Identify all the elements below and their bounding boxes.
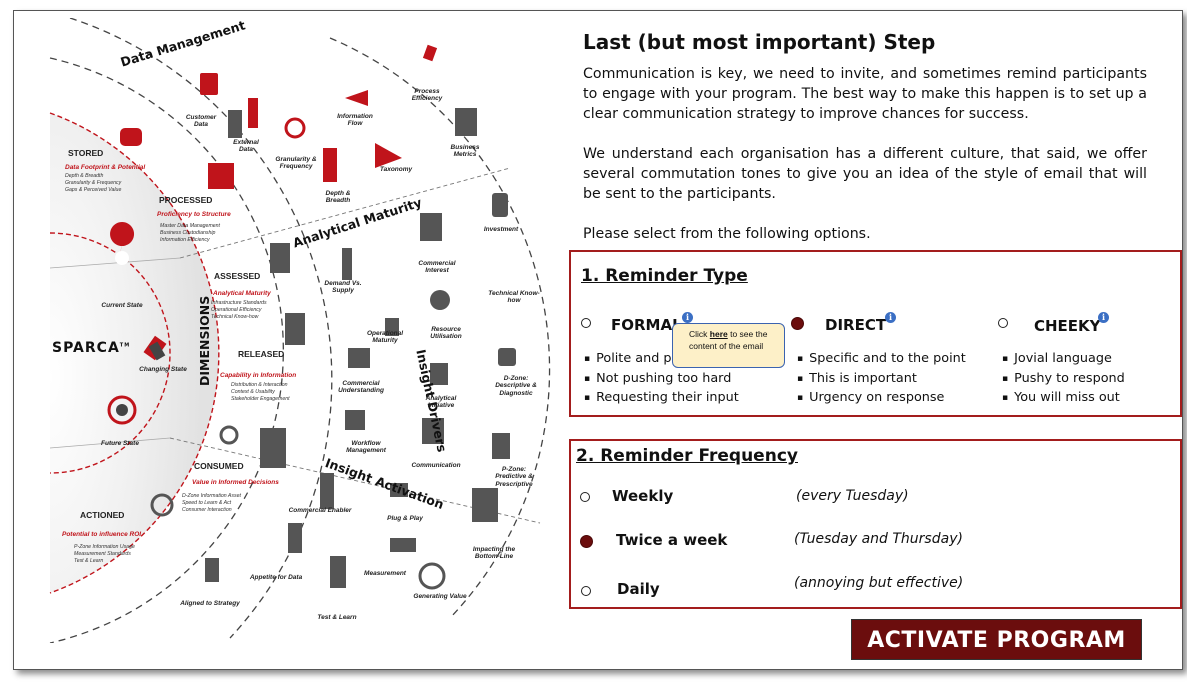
option-label-direct[interactable]: DIRECT (825, 316, 887, 334)
label-commercial-understanding: Commercial Understanding (338, 380, 384, 395)
label-technical-know-how: Technical Know-how (488, 290, 540, 305)
email-preview-tooltip: Click here to see the content of the ema… (672, 323, 785, 368)
label-future-state: Future State (101, 440, 139, 447)
future-state-icon (107, 395, 137, 425)
label-d-zone: D-Zone: Descriptive & Diagnostic (495, 375, 537, 397)
stage-processed-title: PROCESSED (159, 195, 213, 205)
bullets-formal: Polite and pro Not pushing too hard Requ… (584, 350, 739, 409)
label-taxonomy: Taxonomy (379, 166, 413, 173)
label-customer-data: Customer Data (185, 114, 217, 129)
label-information-flow: Information Flow (337, 113, 373, 128)
label-current-state: Current State (101, 302, 143, 309)
stage-stored-sub: Data Footprint & Potential (65, 164, 146, 171)
arc-analytical (49, 57, 284, 643)
label-demand-supply: Demand Vs. Supply (324, 280, 362, 295)
reminder-frequency-panel (569, 439, 1182, 609)
label-appetite-for-data: Appetite for Data (249, 574, 303, 581)
stage-assessed-sub: Analytical Maturity (213, 290, 271, 297)
radio-cheeky[interactable] (998, 318, 1008, 328)
stage-actioned-sub: Potential to influence ROI (62, 531, 142, 538)
radio-formal[interactable] (581, 318, 591, 328)
freq-label-twice-a-week[interactable]: Twice a week (616, 531, 728, 549)
label-generating-value: Generating Value (413, 593, 467, 600)
arc-data-mgmt (329, 37, 551, 619)
reminder-frequency-title: 2. Reminder Frequency (576, 446, 798, 466)
ring-label-dimensions: DIMENSIONS (197, 295, 212, 386)
label-external-data: External Data (233, 139, 259, 154)
page-title: Last (but most important) Step (583, 30, 936, 54)
label-process-efficiency: Process Efficiency (411, 88, 443, 103)
label-measurement: Measurement (364, 570, 406, 577)
stage-processed-sub: Proficiency to Structure (157, 211, 231, 218)
stage-assessed-title: ASSESSED (214, 271, 261, 281)
bullets-direct: Specific and to the point This is import… (797, 350, 966, 409)
radio-weekly[interactable] (580, 492, 590, 502)
sparca-logo: SPARCATM (52, 340, 131, 356)
label-commercial-interest: Commercial Interest (418, 260, 456, 275)
culture-paragraph: We understand each organisation has a di… (583, 146, 1147, 202)
select-instruction: Please select from the following options… (583, 226, 871, 242)
stage-stored-title: STORED (68, 148, 104, 158)
radio-twice-a-week[interactable] (580, 535, 593, 548)
info-icon-direct[interactable]: i (885, 312, 896, 323)
label-operational-maturity: Operational Maturity (366, 330, 404, 345)
stage-consumed-sub: Value in Informed Decisions (192, 479, 279, 486)
stage-actioned-title: ACTIONED (80, 510, 125, 520)
stage-released-sub: Capability in Information (220, 372, 297, 379)
info-icon-formal[interactable]: i (682, 312, 693, 323)
freq-label-daily[interactable]: Daily (617, 580, 660, 598)
label-aligned-to-strategy: Aligned to Strategy (180, 600, 240, 607)
activate-program-button[interactable]: ACTIVATE PROGRAM (851, 619, 1142, 660)
label-workflow-management: Workflow Management (346, 440, 386, 455)
current-state-icon (110, 222, 135, 265)
diagram-rings (49, 18, 551, 643)
label-analytical-initiative: Analytical Initiative (425, 395, 457, 410)
changing-state-icon (143, 335, 167, 361)
label-p-zone: P-Zone: Predictive & Prescriptive (495, 466, 533, 488)
label-changing-state: Changing State (139, 366, 187, 373)
bullets-cheeky: Jovial language Pushy to respond You wil… (1002, 350, 1125, 409)
tooltip-here-link[interactable]: here (709, 329, 728, 339)
label-granularity: Granularity & Frequency (275, 156, 317, 171)
intro-paragraph: Communication is key, we need to invite,… (583, 66, 1147, 122)
label-test-learn: Test & Learn (317, 614, 357, 621)
label-plug-play: Plug & Play (387, 515, 423, 522)
stage-consumed-title: CONSUMED (194, 461, 244, 471)
label-communication: Communication (411, 462, 461, 469)
stage-released-title: RELEASED (238, 349, 285, 359)
freq-note-daily: (annoying but effective) (794, 575, 964, 591)
label-business-metrics: Business Metrics (450, 144, 480, 159)
freq-label-weekly[interactable]: Weekly (612, 487, 674, 505)
option-label-cheeky[interactable]: CHEEKY (1034, 317, 1101, 335)
radio-direct[interactable] (791, 317, 804, 330)
label-impacting-bottom-line: Impacting the Bottom-Line (472, 546, 516, 561)
label-commercial-enabler: Commercial Enabler (288, 507, 352, 514)
option-label-formal[interactable]: FORMAL (611, 316, 682, 334)
sparca-diagram: Data Management Analytical Maturity Insi… (30, 17, 560, 643)
label-depth-breadth: Depth & Breadth (325, 190, 351, 205)
reminder-type-title: 1. Reminder Type (581, 266, 748, 286)
freq-note-twice-a-week: (Tuesday and Thursday) (794, 531, 963, 547)
label-resource-utilisation: Resource Utilisation (430, 326, 462, 341)
outer-disc (50, 113, 219, 593)
info-icon-cheeky[interactable]: i (1098, 312, 1109, 323)
label-investment: Investment (483, 226, 519, 233)
freq-note-weekly: (every Tuesday) (796, 488, 909, 504)
radio-daily[interactable] (581, 586, 591, 596)
